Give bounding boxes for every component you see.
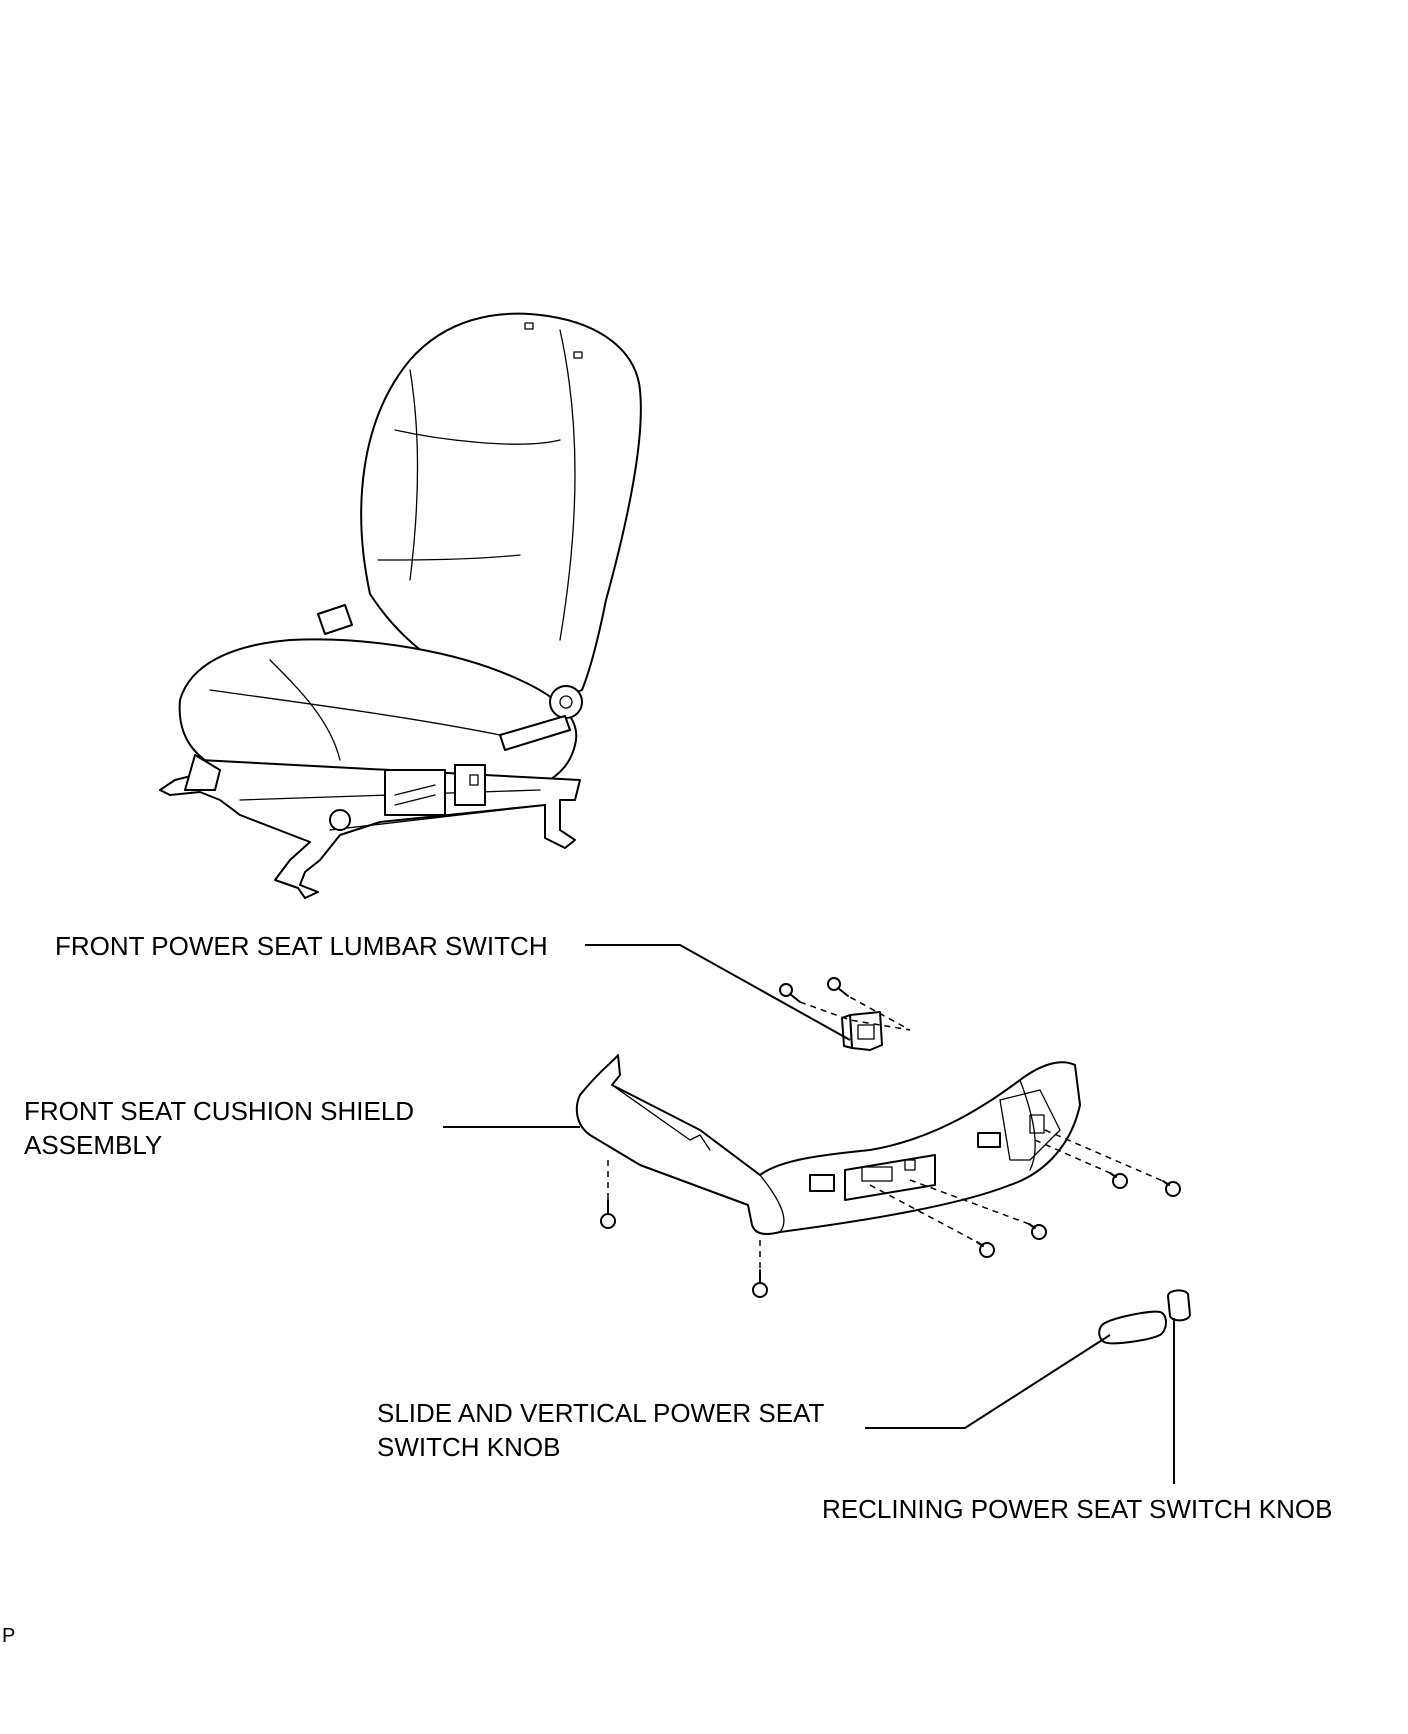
cushion-shield-illustration [575, 1054, 1181, 1298]
screw-icon [600, 1199, 616, 1229]
screw-icon [752, 1269, 768, 1298]
reclining-knob-illustration [1167, 1289, 1191, 1322]
label-cushion-shield: FRONT SEAT CUSHION SHIELD ASSEMBLY [24, 1094, 414, 1162]
screw-icon [1109, 1172, 1128, 1189]
label-slide-knob-line2: SWITCH KNOB [377, 1432, 561, 1462]
label-cushion-shield-line2: ASSEMBLY [24, 1130, 163, 1160]
label-cushion-shield-line1: FRONT SEAT CUSHION SHIELD [24, 1096, 415, 1126]
lumbar-switch-illustration [779, 977, 911, 1051]
corner-mark: P [2, 1625, 16, 1647]
screw-icon [779, 983, 801, 1003]
front-seat-illustration [159, 312, 642, 899]
screw-icon [827, 977, 849, 997]
label-slide-knob-line1: SLIDE AND VERTICAL POWER SEAT [377, 1398, 825, 1428]
leader-slide-knob [865, 1334, 1111, 1429]
label-lumbar-switch: FRONT POWER SEAT LUMBAR SWITCH [55, 931, 548, 961]
label-reclining-knob: RECLINING POWER SEAT SWITCH KNOB [822, 1494, 1333, 1524]
slide-knob-illustration [1098, 1310, 1167, 1345]
screw-icon [1028, 1223, 1047, 1240]
screw-icon [1162, 1180, 1181, 1197]
leader-lumbar-switch [585, 944, 851, 1041]
label-slide-knob: SLIDE AND VERTICAL POWER SEAT SWITCH KNO… [377, 1396, 824, 1464]
screw-icon [976, 1241, 995, 1258]
